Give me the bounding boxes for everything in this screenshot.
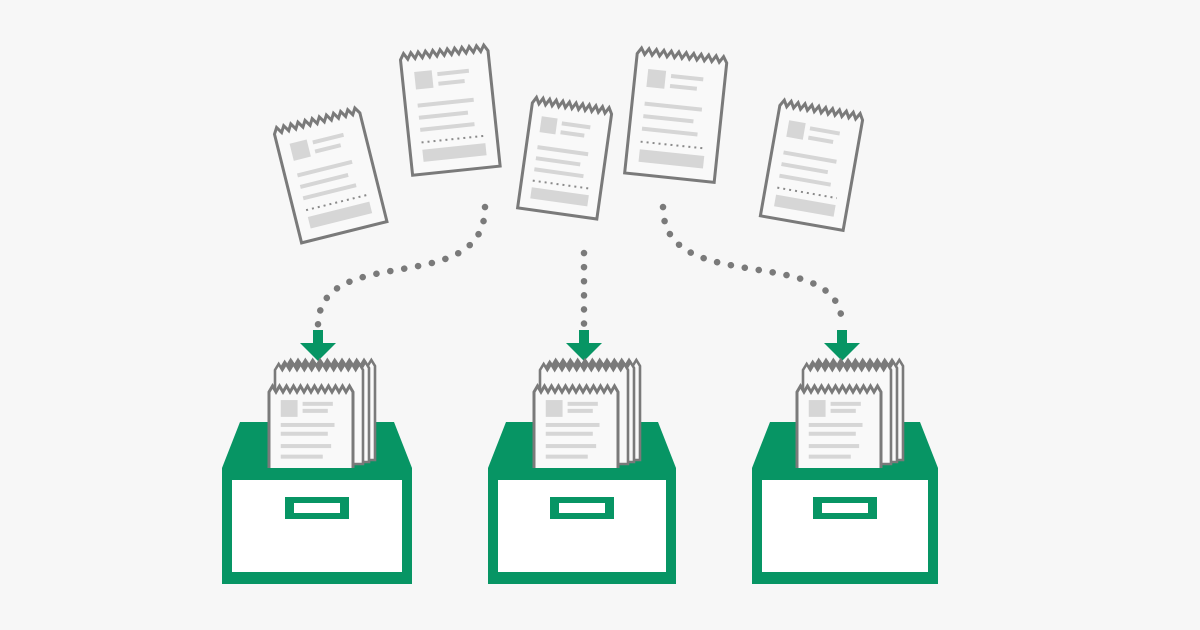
filing-box-1 bbox=[222, 357, 412, 584]
filing-box-2 bbox=[488, 357, 676, 584]
box-front-face bbox=[232, 480, 402, 572]
drawer-handle-slot bbox=[294, 503, 340, 513]
filed-receipts-stack bbox=[267, 357, 377, 476]
filed-receipts-stack bbox=[532, 357, 642, 476]
loose-receipt-4 bbox=[623, 45, 729, 185]
box-front-face bbox=[498, 480, 666, 572]
filed-receipts-stack bbox=[795, 357, 905, 476]
loose-receipt-2 bbox=[398, 42, 502, 177]
loose-receipts bbox=[272, 42, 865, 245]
arrow-down-icon bbox=[300, 343, 336, 361]
arrows bbox=[300, 330, 860, 361]
receipt-icon bbox=[795, 383, 883, 476]
arrow-down-icon bbox=[824, 343, 860, 361]
loose-receipt-3 bbox=[515, 94, 614, 221]
arrow-down-icon bbox=[566, 343, 602, 361]
arrow-stem bbox=[579, 330, 589, 346]
arrow-stem bbox=[313, 330, 323, 346]
filing-box-3 bbox=[752, 357, 938, 584]
receipt-icon bbox=[532, 383, 620, 476]
box-front-face bbox=[762, 480, 928, 572]
flow-paths bbox=[314, 203, 846, 329]
arrow-stem bbox=[837, 330, 847, 346]
flow-path-right bbox=[659, 203, 846, 329]
receipt-icon bbox=[267, 383, 355, 476]
drawer-handle-slot bbox=[559, 503, 605, 513]
filing-boxes bbox=[222, 357, 938, 584]
drawer-handle-slot bbox=[822, 503, 868, 513]
loose-receipt-5 bbox=[758, 97, 865, 233]
flow-path-left bbox=[314, 203, 489, 329]
loose-receipt-1 bbox=[272, 105, 389, 245]
